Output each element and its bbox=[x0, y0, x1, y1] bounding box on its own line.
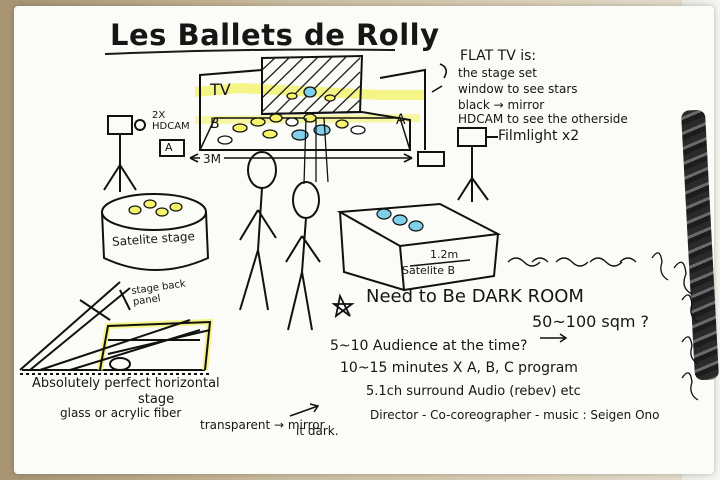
horizontal-note-2: stage bbox=[138, 392, 175, 407]
horizontal-note-5: it dark. bbox=[296, 424, 339, 438]
audience-figures bbox=[239, 151, 321, 331]
horizontal-note-1: Absolutely perfect horizontal bbox=[32, 376, 220, 391]
requirement-credits: Director - Co-coreographer - music : Sei… bbox=[370, 408, 660, 422]
requirement-area: 50~100 sqm ? bbox=[532, 312, 650, 331]
doodle-row bbox=[507, 252, 699, 401]
horizontal-note-3: glass or acrylic fiber bbox=[60, 406, 182, 420]
horizontal-note-4: transparent → mirror bbox=[200, 418, 325, 432]
hdcam-left bbox=[103, 115, 185, 192]
flat-tv-note-3: window to see stars bbox=[458, 82, 578, 96]
hdcam-left-label: 2X HDCAM bbox=[152, 110, 190, 132]
sketch-paper bbox=[14, 6, 714, 474]
star-icon bbox=[331, 293, 355, 319]
hdcam-letter: A bbox=[165, 141, 173, 154]
satellite-b-drawing bbox=[336, 202, 502, 292]
requirement-audience: 5~10 Audience at the time? bbox=[330, 338, 528, 354]
distance-label: 3M bbox=[200, 152, 224, 166]
stage-a-label: A bbox=[396, 112, 406, 128]
requirement-duration: 10~15 minutes X A, B, C program bbox=[340, 360, 578, 376]
page-title: Les Ballets de Rolly bbox=[110, 18, 440, 52]
satellite-stage-drawing bbox=[101, 193, 210, 271]
stage-b-label: B bbox=[210, 116, 220, 132]
flat-tv-note-5: HDCAM to see the otherside bbox=[458, 112, 628, 126]
flat-tv-note-4: black → mirror bbox=[458, 98, 545, 112]
horizontal-stage-diagram bbox=[19, 281, 214, 375]
stage-dancers bbox=[217, 86, 366, 145]
requirement-audio: 5.1ch surround Audio (rebev) etc bbox=[366, 384, 581, 399]
filmlight-label: Filmlight x2 bbox=[498, 128, 580, 144]
satellite-b-label: Satelite B bbox=[402, 264, 456, 277]
satellite-b-size: 1.2m bbox=[430, 248, 459, 261]
tv-label: TV bbox=[210, 80, 231, 99]
filmlight-right bbox=[417, 63, 498, 202]
requirement-dark-room: Need to Be DARK ROOM bbox=[366, 286, 584, 307]
flat-tv-note-2: the stage set bbox=[458, 66, 537, 80]
flat-tv-note-1: FLAT TV is: bbox=[460, 48, 537, 64]
